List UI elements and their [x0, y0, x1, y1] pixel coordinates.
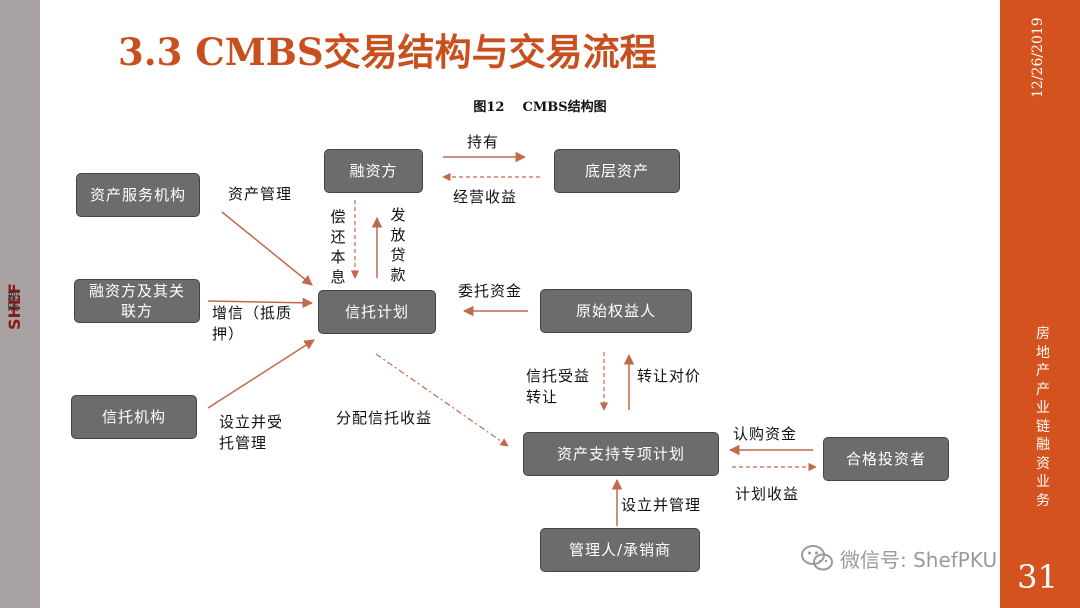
label-credit-enhancement: 增信（抵质押） [212, 304, 293, 343]
node-original-beneficiary: 原始权益人 [540, 289, 692, 333]
label-planned-income: 计划收益 [735, 485, 800, 503]
node-trust-plan: 信托计划 [318, 290, 436, 334]
arrow-asset-management [221, 211, 313, 286]
node-qualified-investor: 合格投资者 [823, 437, 949, 481]
figure-caption-number: 图12 [473, 100, 505, 115]
label-operating-income: 经营收益 [453, 188, 518, 206]
node-financier: 融资方 [324, 149, 423, 193]
label-hold: 持有 [467, 133, 500, 151]
node-manager: 管理人/承销商 [540, 528, 700, 572]
node-abs-plan: 资产支持专项计划 [523, 432, 719, 476]
label-setup-mgmt: 设立并管理 [621, 496, 702, 514]
label-distribute-income: 分配信托收益 [336, 409, 433, 427]
slide-title: 3.3 CMBS交易结构与交易流程 [118, 30, 657, 74]
label-transfer-beneficiary: 信托受益转让 [526, 367, 591, 406]
label-issue-loan: 发放贷款 [390, 206, 406, 284]
label-asset-management: 资产管理 [228, 185, 293, 203]
label-transfer-consideration: 转让对价 [637, 367, 702, 385]
label-setup-trust-mgmt: 设立并受托管理 [219, 413, 284, 452]
arrow-distribute-income [375, 353, 509, 447]
node-underlying-assets: 底层资产 [554, 149, 680, 193]
figure-caption: 图12 CMBS结构图 [0, 96, 1080, 115]
node-asset-service: 资产服务机构 [76, 173, 200, 217]
wechat-icon [801, 545, 833, 571]
watermark: 微信号: ShefPKU [800, 543, 997, 573]
page-number: 31 [1017, 558, 1058, 596]
diagram-arrows [207, 151, 817, 526]
slide-date: 12/26/2019 [1030, 17, 1046, 98]
label-subscription-funds: 认购资金 [733, 425, 798, 443]
left-bar [0, 0, 40, 608]
figure-caption-text: CMBS结构图 [522, 100, 607, 115]
label-entrust-funds: 委托资金 [458, 282, 523, 300]
watermark-text: 微信号: ShefPKU [840, 547, 998, 572]
arrow-credit-enhancement [207, 297, 314, 309]
node-financier-affiliate: 融资方及其关联方 [74, 279, 200, 323]
right-bar [1000, 0, 1080, 608]
node-trust-institution: 信托机构 [71, 395, 197, 439]
arrow-setup-trust [207, 339, 315, 409]
side-text: 房地产产业链融资业务 [1036, 326, 1050, 509]
label-repay: 偿还本息 [330, 208, 346, 286]
